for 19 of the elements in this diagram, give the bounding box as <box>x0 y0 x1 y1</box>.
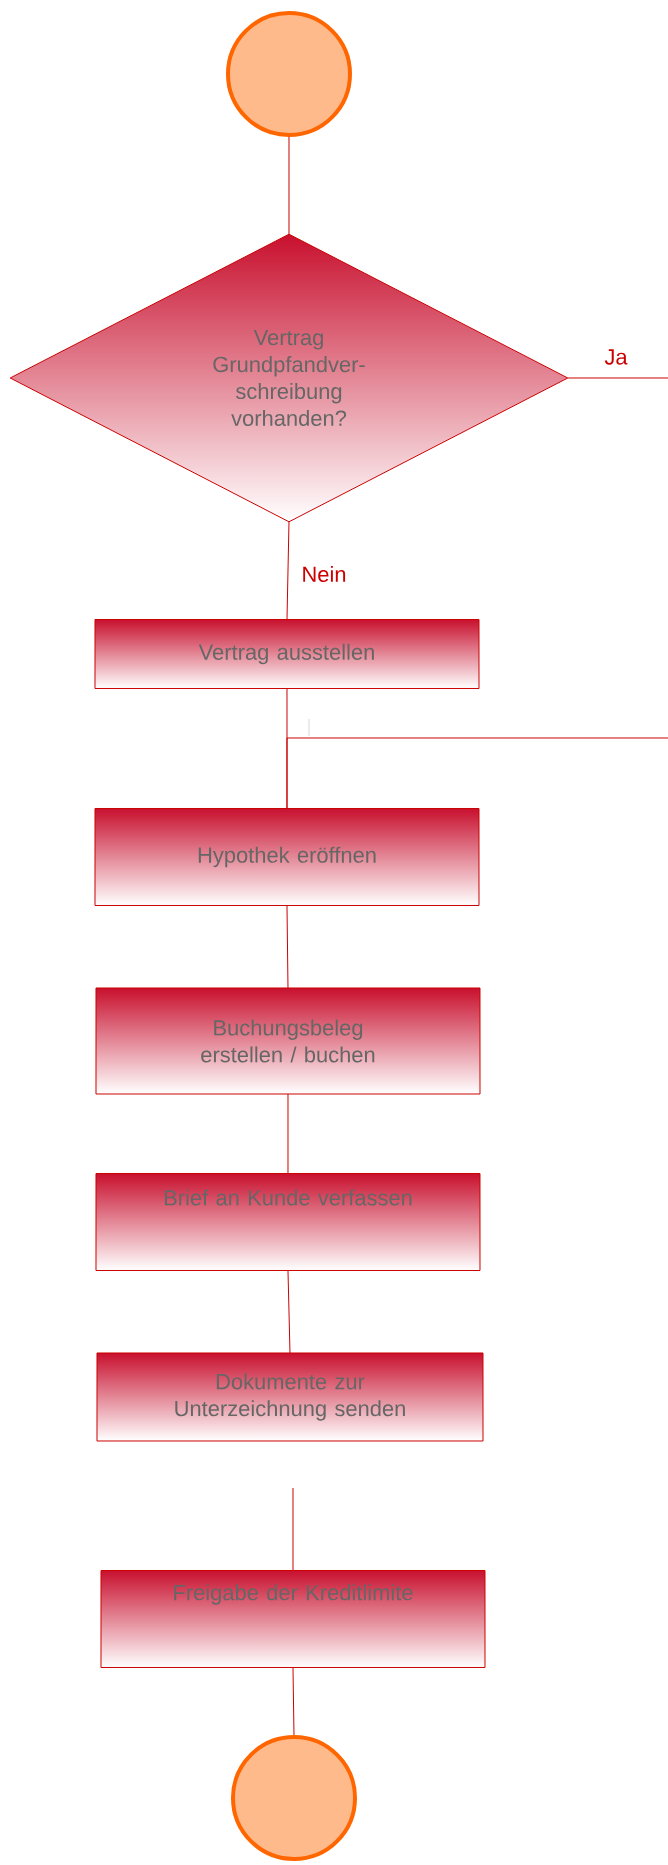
process-box: Buchungsbeleg erstellen / buchen <box>95 987 481 1095</box>
connector-line <box>567 377 668 379</box>
connector-line <box>286 521 290 620</box>
process-box: Freigabe der Kreditlimite <box>100 1570 486 1668</box>
connector-line <box>286 737 668 809</box>
connector-line <box>288 136 290 235</box>
process-box: Brief an Kunde verfassen <box>95 1173 481 1271</box>
process-box: Dokumente zur Unterzeichnung senden <box>96 1352 484 1442</box>
terminal-circle <box>231 1735 357 1861</box>
edge-label: Ja <box>603 348 629 366</box>
connector-line <box>287 1093 289 1174</box>
process-box: Vertrag ausstellen <box>94 619 480 689</box>
terminal-circle <box>226 11 352 137</box>
edge-label: Nein <box>300 564 348 584</box>
connector-line <box>292 1667 295 1736</box>
process-box: Hypothek eröffnen <box>94 808 480 906</box>
connector-line <box>287 1270 291 1354</box>
connector-line <box>292 1487 294 1571</box>
connector-line <box>286 905 289 989</box>
